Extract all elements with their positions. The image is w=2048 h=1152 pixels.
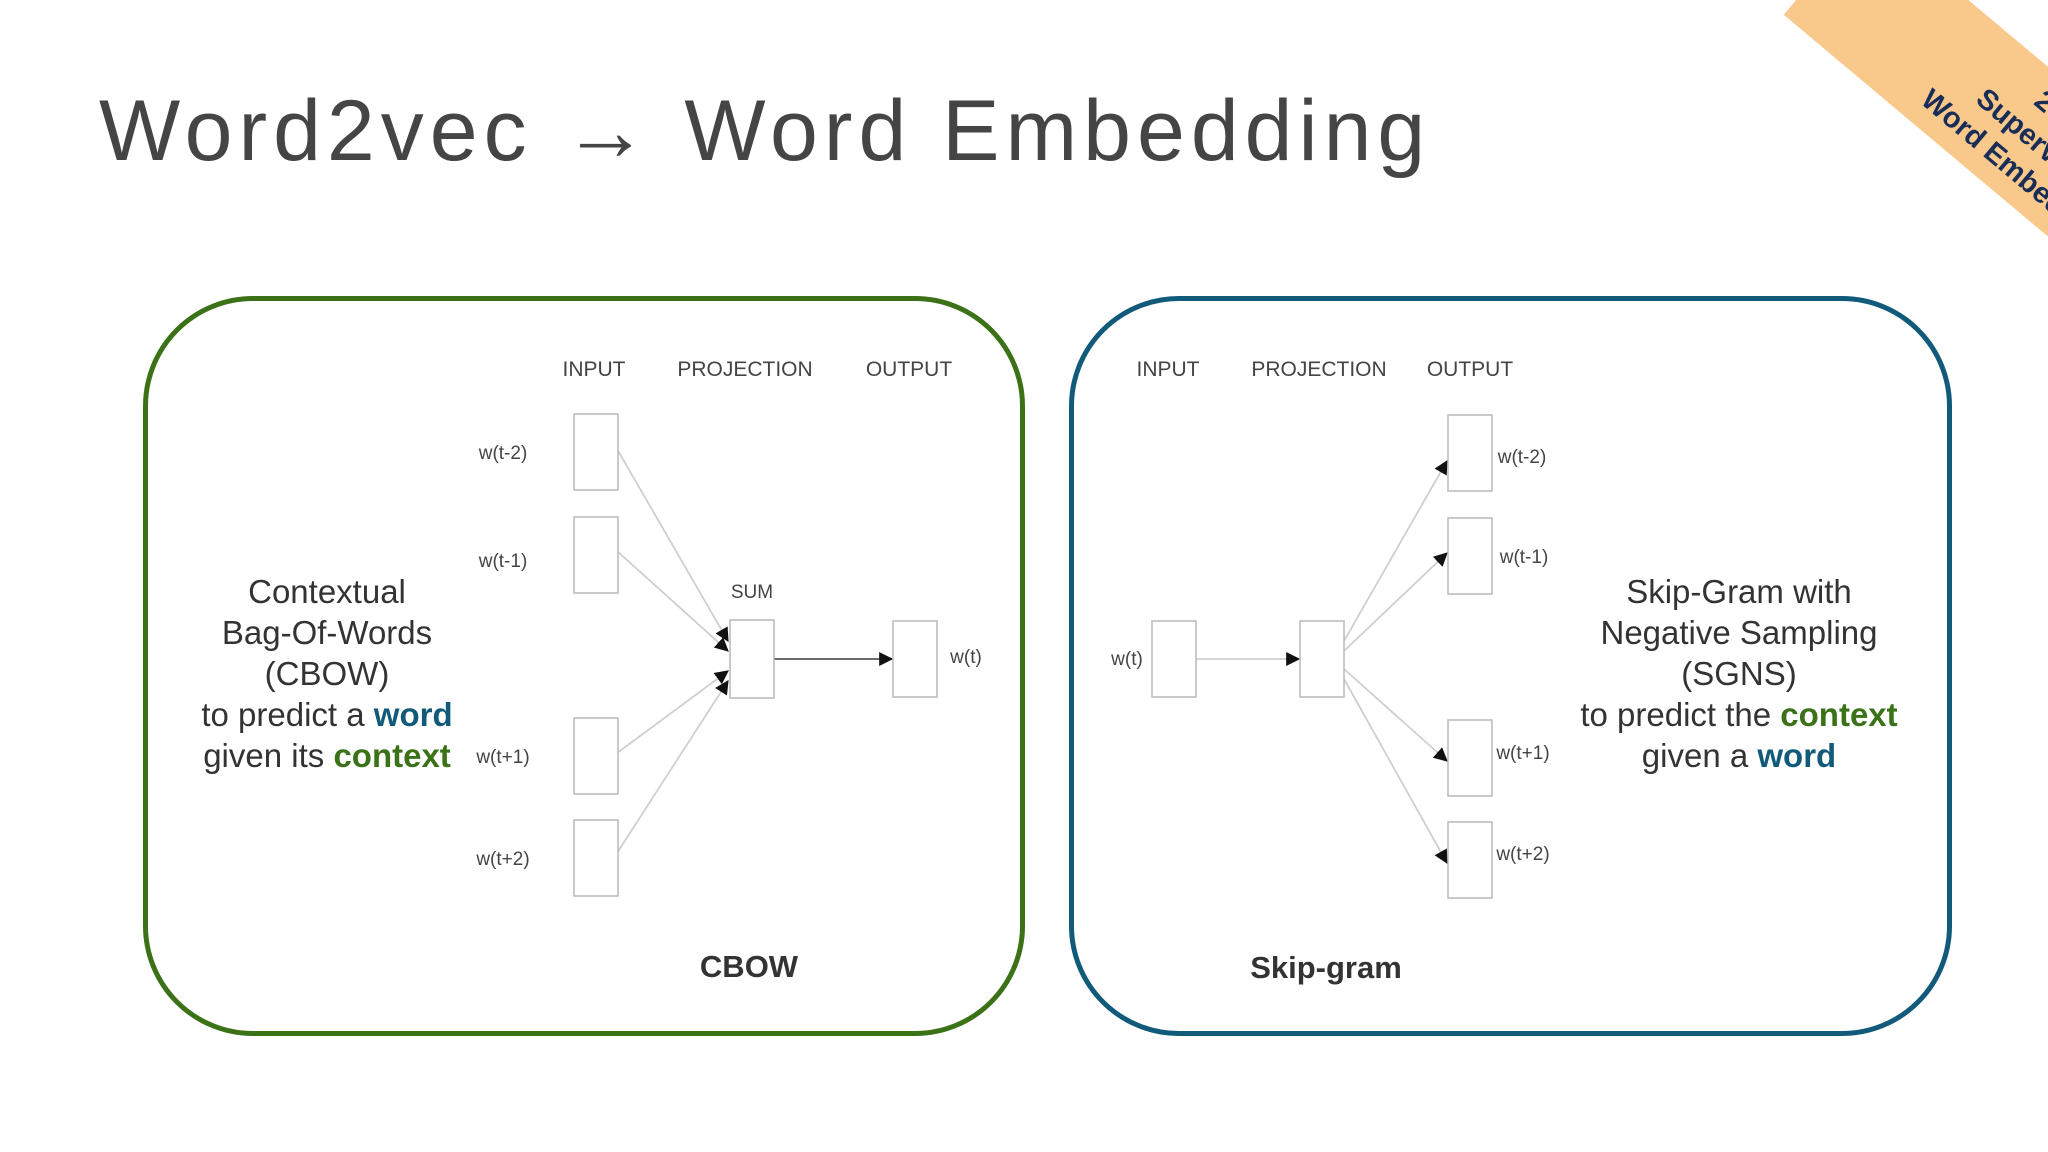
sg-output-label-1: w(t-2) — [1497, 447, 1547, 468]
sg-output-node-4 — [1447, 821, 1493, 899]
skipgram-description: Skip-Gram with Negative Sampling (SGNS) … — [1564, 571, 1914, 776]
sg-desc-line5: given a word — [1564, 735, 1914, 776]
cbow-desc-line4: to predict a word — [162, 694, 492, 735]
sg-edge-3 — [1343, 668, 1448, 762]
cbow-desc-line2: Bag-Of-Words — [221, 614, 433, 651]
sg-output-label-2: w(t-1) — [1499, 547, 1549, 568]
cbow-caption: CBOW — [700, 949, 799, 984]
sg-output-label-3: w(t+1) — [1495, 743, 1549, 764]
slide-title: Word2vec → Word Embedding — [99, 83, 1432, 179]
sg-header-output: OUTPUT — [1427, 358, 1514, 381]
cbow-header-output: OUTPUT — [866, 358, 953, 381]
sg-output-node-1 — [1447, 414, 1493, 492]
sg-desc-context: context — [1780, 696, 1898, 733]
cbow-diagram: INPUT PROJECTION OUTPUT w(t-2) w(t-1) w(… — [475, 358, 982, 984]
cbow-desc-line1: Contextual — [248, 573, 406, 610]
cbow-desc-line3: (CBOW) — [264, 655, 390, 692]
cbow-input-label-4: w(t+2) — [475, 849, 529, 870]
sg-desc-word: word — [1757, 737, 1837, 774]
cbow-input-node-2 — [573, 516, 619, 594]
sg-edge-4 — [1343, 678, 1448, 865]
cbow-desc-context: context — [333, 737, 451, 774]
sg-edge-1 — [1343, 459, 1448, 642]
sg-desc-line5-text: given a — [1641, 737, 1758, 774]
sg-desc-line4: to predict the context — [1564, 694, 1914, 735]
cbow-description: Contextual Bag-Of-Words (CBOW) to predic… — [162, 571, 492, 776]
sg-desc-line1: Skip-Gram with — [1626, 573, 1852, 610]
sg-desc-line2: Negative Sampling — [1600, 614, 1878, 651]
sg-input-node — [1151, 620, 1197, 698]
cbow-panel: Contextual Bag-Of-Words (CBOW) to predic… — [143, 296, 1025, 1036]
sg-output-label-4: w(t+2) — [1495, 844, 1549, 865]
skipgram-diagram: INPUT PROJECTION OUTPUT w(t) w(t-2) w(t-… — [1110, 358, 1549, 985]
cbow-edge-3 — [616, 670, 729, 754]
cbow-edge-4 — [616, 680, 729, 854]
sg-caption: Skip-gram — [1250, 950, 1402, 985]
sg-output-node-2 — [1447, 517, 1493, 595]
cbow-output-label: w(t) — [949, 647, 982, 668]
sg-header-projection: PROJECTION — [1251, 358, 1386, 381]
skipgram-panel: Skip-Gram with Negative Sampling (SGNS) … — [1069, 296, 1952, 1036]
cbow-edge-1 — [616, 448, 729, 643]
cbow-input-label-1: w(t-2) — [478, 443, 528, 464]
sg-edge-2 — [1343, 552, 1448, 652]
cbow-output-node — [892, 620, 938, 698]
cbow-input-label-3: w(t+1) — [475, 747, 529, 768]
cbow-sum-label: SUM — [731, 582, 773, 603]
cbow-header-input: INPUT — [563, 358, 626, 381]
sg-input-label: w(t) — [1110, 649, 1143, 670]
sg-header-input: INPUT — [1137, 358, 1200, 381]
sg-output-node-3 — [1447, 719, 1493, 797]
sg-desc-line4-text: to predict the — [1580, 696, 1781, 733]
cbow-desc-line5-text: given its — [203, 737, 334, 774]
cbow-input-node-4 — [573, 819, 619, 897]
cbow-input-node-3 — [573, 717, 619, 795]
sg-projection-node — [1299, 620, 1345, 698]
cbow-desc-line5: given its context — [162, 735, 492, 776]
cbow-header-projection: PROJECTION — [677, 358, 812, 381]
cbow-input-node-1 — [573, 413, 619, 491]
cbow-input-label-2: w(t-1) — [478, 551, 528, 572]
cbow-edge-2 — [616, 550, 729, 652]
sg-desc-line3: (SGNS) — [1681, 655, 1797, 692]
cbow-desc-line4-text: to predict a — [201, 696, 374, 733]
cbow-desc-word: word — [373, 696, 453, 733]
cbow-sum-node — [729, 619, 775, 699]
